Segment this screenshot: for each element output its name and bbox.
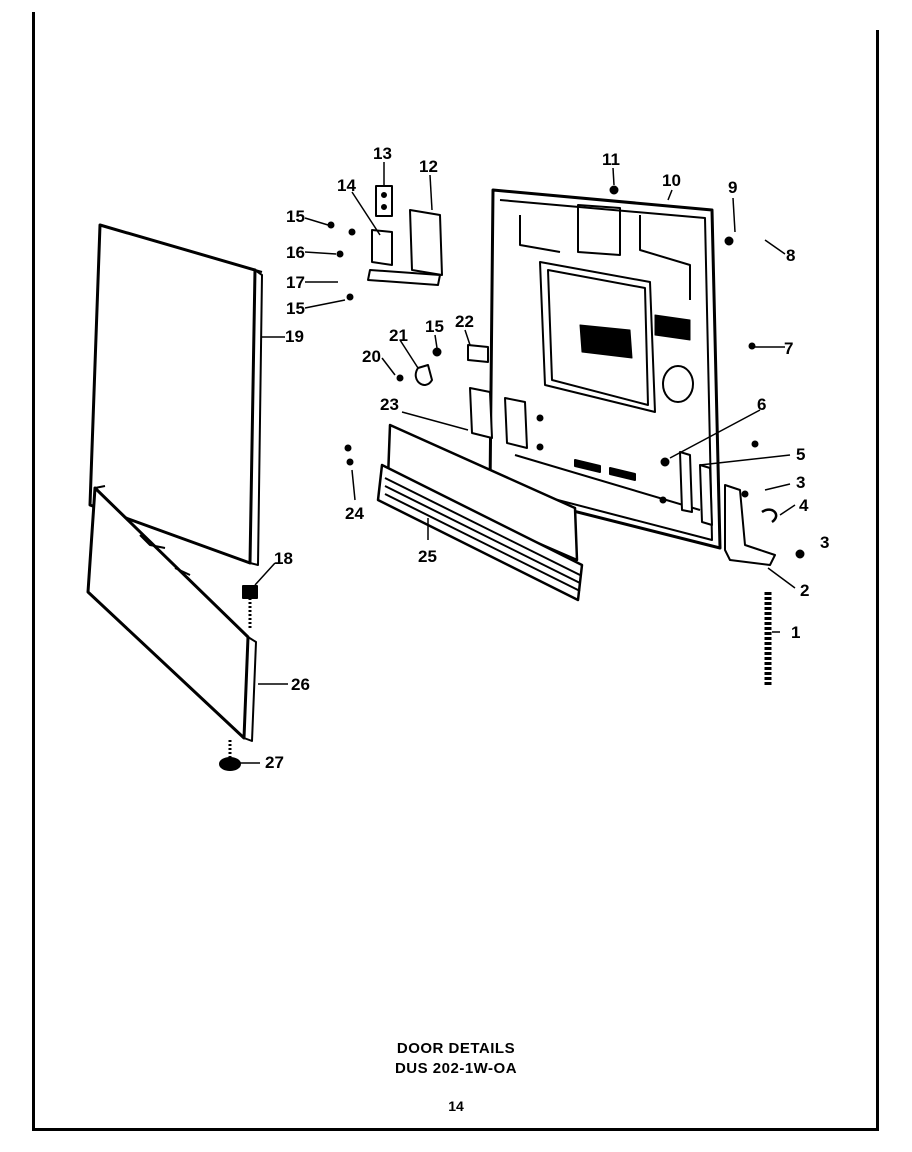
hinge-arm-and-spring: [679, 451, 778, 685]
screws: [327, 185, 805, 559]
callout-8: 8: [786, 246, 795, 265]
callout-11: 11: [602, 150, 620, 169]
callout-4: 4: [799, 496, 809, 515]
leveling-foot-27: [219, 740, 241, 771]
callout-13: 13: [373, 144, 392, 163]
outer-door-panel: [88, 223, 263, 566]
page-number: 14: [448, 1098, 464, 1114]
callout-3a: 3: [796, 473, 805, 492]
callout-17: 17: [286, 273, 305, 292]
callout-19: 19: [285, 327, 304, 346]
callout-1: 1: [791, 623, 800, 642]
callout-3b: 3: [820, 533, 829, 552]
frame-bottom-border: [32, 1128, 879, 1131]
callout-9: 9: [728, 178, 737, 197]
model-number: DUS 202-1W-OA: [394, 1060, 518, 1077]
callout-12: 12: [419, 157, 438, 176]
callout-21: 21: [389, 326, 408, 345]
hinge-bracket-assembly: [367, 185, 443, 286]
frame-left-border: [32, 12, 35, 1130]
latch-assembly: [414, 344, 528, 449]
leader-lines: [240, 162, 796, 764]
callout-23: 23: [380, 395, 399, 414]
callout-24: 24: [345, 504, 364, 523]
callout-16: 16: [286, 243, 305, 262]
callout-18: 18: [274, 549, 293, 568]
callout-labels: 1 2 3 3 4 5 6 7 8 9 10 11 12 13 14 15 15…: [265, 144, 829, 772]
callout-15c: 15: [425, 317, 444, 336]
callout-27: 27: [265, 753, 284, 772]
leveling-bolt-18: [242, 585, 258, 630]
callout-5: 5: [796, 445, 805, 464]
lower-kick-panel: [86, 485, 257, 742]
callout-14: 14: [337, 176, 356, 195]
callout-6: 6: [757, 395, 766, 414]
diagram-title: DOOR DETAILS: [396, 1040, 516, 1057]
callout-7: 7: [784, 339, 793, 358]
callout-25: 25: [418, 547, 437, 566]
callout-10: 10: [662, 171, 681, 190]
vent-trim-channel: [376, 423, 584, 602]
callout-2: 2: [800, 581, 809, 600]
callout-15b: 15: [286, 299, 305, 318]
callout-22: 22: [455, 312, 474, 331]
callout-20: 20: [362, 347, 381, 366]
callout-26: 26: [291, 675, 310, 694]
callout-15a: 15: [286, 207, 305, 226]
frame-right-border: [876, 30, 879, 1130]
